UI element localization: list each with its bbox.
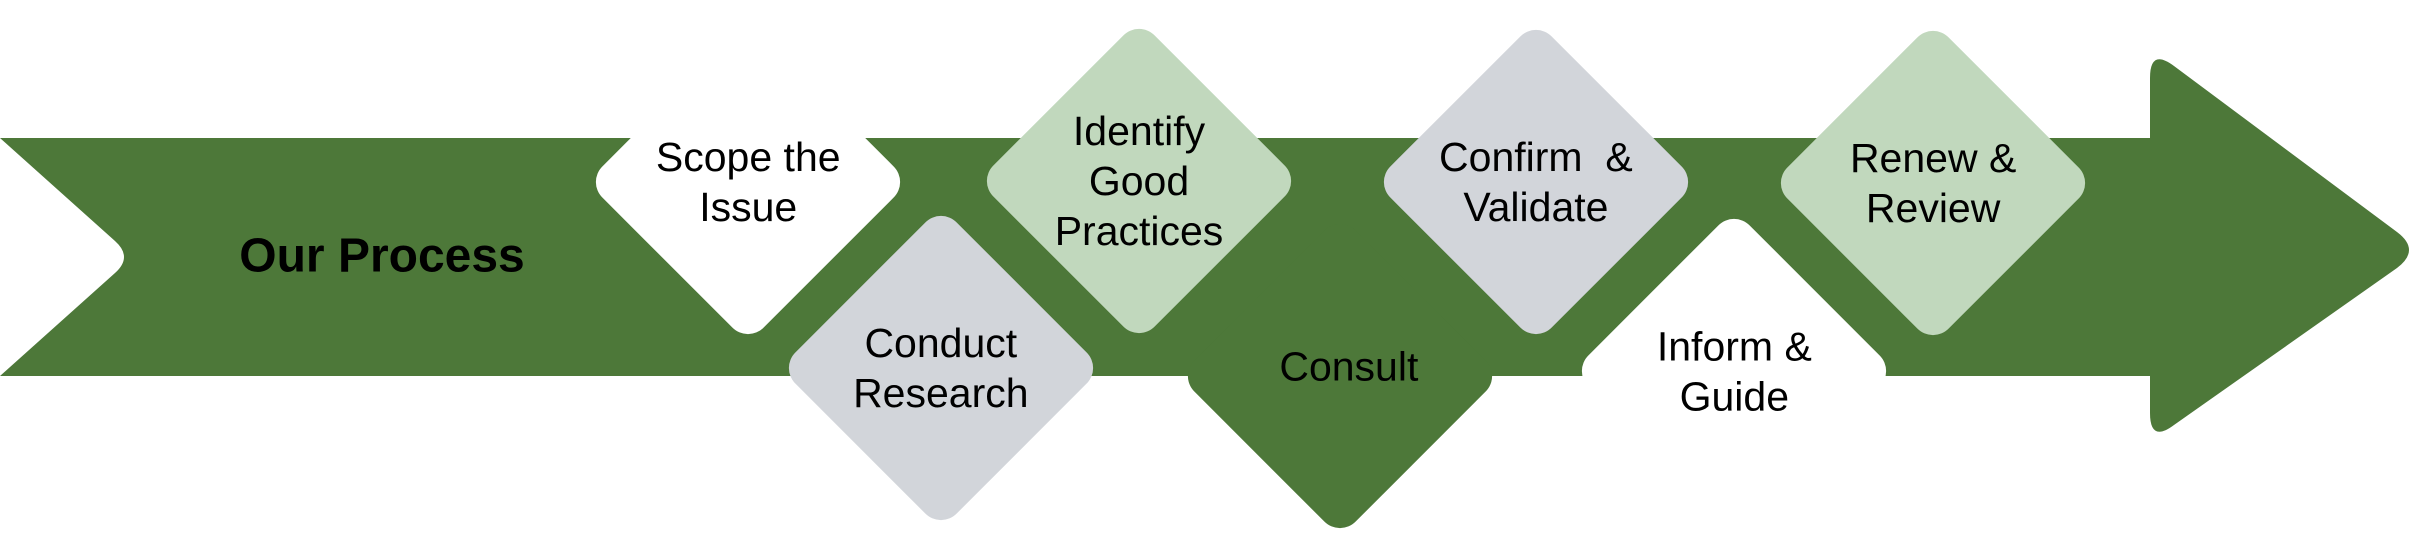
step-label: Identify Good Practices	[1054, 108, 1224, 254]
arrowhead	[2150, 59, 2409, 432]
step-label: Scope the Issue	[655, 133, 841, 230]
step-label: Consult	[1279, 343, 1419, 390]
page-title: Our Process	[239, 229, 525, 283]
step-label: Inform & Guide	[1656, 323, 1812, 419]
arrow-tail-notch	[0, 138, 124, 376]
step-label: Conduct Research	[853, 319, 1029, 416]
step-label: Renew & Review	[1849, 135, 2017, 231]
step-label: Confirm & Validate	[1439, 134, 1633, 230]
